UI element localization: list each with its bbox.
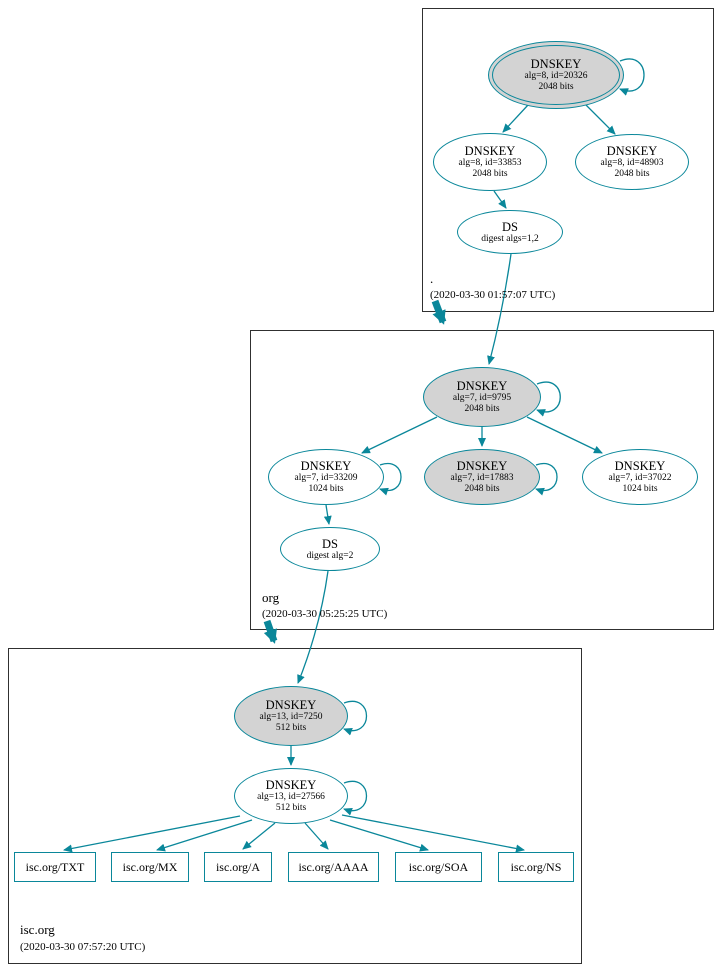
dnskey-alg-id: alg=7, id=33209	[294, 473, 358, 483]
edge-27566-to-ns	[341, 814, 525, 853]
edge-root-ksk-to-33853	[502, 104, 529, 133]
dnskey-bits: 2048 bits	[464, 484, 500, 494]
dnskey-alg-id: alg=8, id=33853	[458, 158, 522, 168]
dnskey-label: DNSKEY	[606, 144, 658, 158]
edge-27566-to-a	[242, 822, 276, 850]
edge-27566-to-soa	[329, 819, 429, 852]
edge-org-ksk-selfloop	[536, 381, 561, 417]
rrset-node-isc-org-ns: isc.org/NS	[498, 852, 574, 882]
dnskey-alg-id: alg=13, id=7250	[259, 712, 323, 722]
dnskey-node-48903: DNSKEY alg=8, id=48903 2048 bits	[575, 134, 689, 190]
dnskey-bits: 2048 bits	[464, 404, 500, 414]
dnskey-node-7250: DNSKEY alg=13, id=7250 512 bits	[234, 686, 348, 746]
rrset-node-isc-org-aaaa: isc.org/AAAA	[288, 852, 379, 882]
dnskey-label: DNSKEY	[456, 379, 508, 393]
edge-org-ds-to-isc-ksk	[297, 570, 329, 684]
zone-timestamp-org: (2020-03-30 05:25:25 UTC)	[262, 608, 388, 620]
edge-33209-to-org-ds	[323, 504, 332, 525]
ds-node-org: DS digest alg=2	[280, 527, 380, 571]
dnskey-node-37022: DNSKEY alg=7, id=37022 1024 bits	[582, 449, 698, 505]
zone-box-org	[250, 330, 714, 630]
dnskey-bits: 1024 bits	[622, 484, 658, 494]
ds-label: DS	[322, 536, 338, 551]
rrset-label: isc.org/TXT	[25, 859, 85, 874]
rrset-node-isc-org-a: isc.org/A	[204, 852, 272, 882]
ds-digest: digest alg=2	[306, 550, 354, 561]
dnskey-alg-id: alg=7, id=9795	[452, 393, 512, 403]
edge-root-ksk-selfloop	[619, 58, 645, 96]
delegation-arrow-root-to-org	[431, 299, 447, 325]
dnskey-node-20326: DNSKEY alg=8, id=20326 2048 bits	[488, 41, 624, 109]
edge-27566-selfloop	[343, 780, 367, 816]
dnskey-node-27566: DNSKEY alg=13, id=27566 512 bits	[234, 768, 348, 824]
dnskey-node-9795: DNSKEY alg=7, id=9795 2048 bits	[423, 367, 541, 427]
dnskey-label: DNSKEY	[456, 459, 508, 473]
dnskey-alg-id: alg=13, id=27566	[257, 792, 325, 802]
edge-root-ds-to-org-ksk	[487, 253, 512, 365]
edge-isc-ksk-selfloop	[343, 700, 367, 736]
ds-label: DS	[502, 219, 518, 234]
dnskey-bits: 2048 bits	[472, 169, 508, 179]
dnskey-node-33209: DNSKEY alg=7, id=33209 1024 bits	[268, 449, 384, 505]
dnskey-bits: 1024 bits	[308, 484, 344, 494]
rrset-label: isc.org/MX	[122, 859, 178, 874]
ds-digest: digest algs=1,2	[481, 233, 539, 244]
dnskey-label: DNSKEY	[614, 459, 666, 473]
edge-33853-to-root-ds	[493, 190, 507, 209]
dnskey-alg-id: alg=7, id=37022	[608, 473, 672, 483]
zone-box-isc-org	[8, 648, 582, 964]
delegation-arrow-org-to-isc	[263, 619, 278, 644]
dnskey-alg-id: alg=7, id=17883	[450, 473, 514, 483]
dnskey-alg-id: alg=8, id=48903	[600, 158, 664, 168]
zone-box-root	[422, 8, 714, 312]
rrset-label: isc.org/A	[215, 859, 261, 874]
rrset-label: isc.org/SOA	[408, 859, 469, 874]
edge-27566-to-mx	[156, 819, 253, 852]
zone-label-org: org	[262, 590, 280, 605]
edge-33209-selfloop	[379, 462, 402, 496]
zone-label-isc-org: isc.org	[20, 922, 55, 937]
edge-27566-to-txt	[63, 815, 241, 853]
dnskey-bits: 2048 bits	[614, 169, 650, 179]
edge-17883-selfloop	[535, 462, 558, 496]
rrset-node-isc-org-mx: isc.org/MX	[111, 852, 189, 882]
edge-root-ksk-to-48903	[583, 102, 616, 135]
edge-org-ksk-to-37022	[526, 416, 603, 454]
rrset-node-isc-org-txt: isc.org/TXT	[14, 852, 96, 882]
dnskey-node-33853: DNSKEY alg=8, id=33853 2048 bits	[433, 133, 547, 191]
dnskey-label: DNSKEY	[265, 778, 317, 792]
edge-27566-to-aaaa	[304, 822, 329, 850]
dnskey-node-17883: DNSKEY alg=7, id=17883 2048 bits	[424, 449, 540, 505]
dnskey-alg-id: alg=8, id=20326	[524, 71, 588, 81]
dnskey-bits: 2048 bits	[538, 82, 574, 92]
zone-timestamp-root: (2020-03-30 01:57:07 UTC)	[430, 289, 556, 301]
zone-timestamp-isc-org: (2020-03-30 07:57:20 UTC)	[20, 941, 146, 953]
rrset-node-isc-org-soa: isc.org/SOA	[395, 852, 482, 882]
edge-org-ksk-to-33209	[361, 416, 438, 454]
rrset-label: isc.org/AAAA	[298, 859, 369, 874]
dnskey-bits: 512 bits	[275, 803, 307, 813]
rrset-label: isc.org/NS	[510, 859, 562, 874]
dnskey-label: DNSKEY	[265, 698, 317, 712]
dnskey-label: DNSKEY	[464, 144, 516, 158]
zone-label-root: .	[430, 271, 434, 286]
dnskey-label: DNSKEY	[300, 459, 352, 473]
ds-node-root: DS digest algs=1,2	[457, 210, 563, 254]
dnskey-label: DNSKEY	[530, 57, 582, 71]
dnskey-bits: 512 bits	[275, 723, 307, 733]
